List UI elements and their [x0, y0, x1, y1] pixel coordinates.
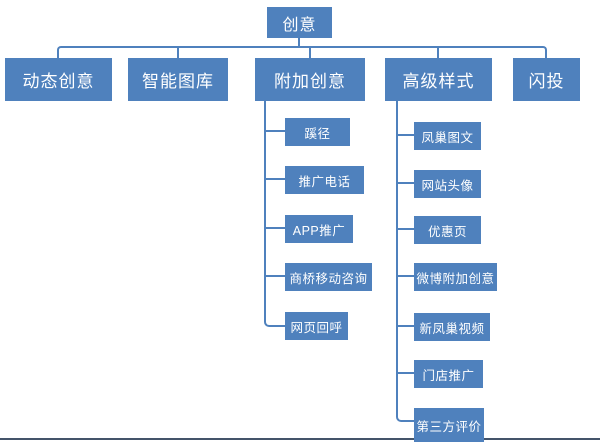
connector-stub-weibo-additional — [396, 275, 414, 277]
node-advanced-style: 高级样式 — [385, 58, 492, 101]
connector-stub-new-fengchao-video — [396, 325, 414, 327]
node-xijing: 蹊径 — [285, 118, 350, 146]
node-store-promo: 门店推广 — [414, 360, 483, 388]
node-creative-root: 创意 — [267, 7, 332, 38]
node-fengchao-imagetext: 凤巢图文 — [414, 122, 481, 150]
connector-stub-coupon-page — [396, 228, 414, 230]
node-coupon-page: 优惠页 — [414, 216, 481, 244]
connector-stub-app-promo — [264, 227, 285, 229]
node-weibo-additional-creative: 微博附加创意 — [414, 263, 497, 291]
connector-root-drop — [298, 38, 300, 47]
connector-stub-promo-phone — [264, 178, 285, 180]
node-webpage-callback: 网页回呼 — [285, 312, 348, 340]
connector-advanced-style-spine — [396, 101, 414, 422]
node-shangqiao-mobile-consult: 商桥移动咨询 — [285, 263, 372, 291]
connector-level2-rail — [57, 46, 547, 58]
connector-stub-shangqiao-mobile — [264, 275, 285, 277]
node-additional-creative: 附加创意 — [255, 58, 365, 101]
node-smart-gallery: 智能图库 — [128, 58, 228, 101]
connector-stub-store-promo — [396, 372, 414, 374]
node-app-promo: APP推广 — [285, 215, 353, 243]
node-promo-phone: 推广电话 — [285, 166, 364, 194]
connector-additional-creative-spine — [264, 101, 285, 327]
node-site-avatar: 网站头像 — [414, 170, 481, 198]
node-new-fengchao-video: 新凤巢视频 — [414, 313, 490, 341]
connector-tick-advanced-style — [437, 46, 439, 58]
node-third-party-review: 第三方评价 — [414, 408, 484, 442]
connector-stub-xijing — [264, 130, 285, 132]
node-dynamic-creative: 动态创意 — [5, 58, 112, 101]
connector-tick-additional-creative — [309, 46, 311, 58]
connector-tick-smart-gallery — [177, 46, 179, 58]
connector-stub-site-avatar — [396, 182, 414, 184]
bottom-border-rule — [0, 438, 600, 440]
node-flash-bid: 闪投 — [513, 58, 580, 101]
connector-stub-fengchao-imagetext — [396, 134, 414, 136]
